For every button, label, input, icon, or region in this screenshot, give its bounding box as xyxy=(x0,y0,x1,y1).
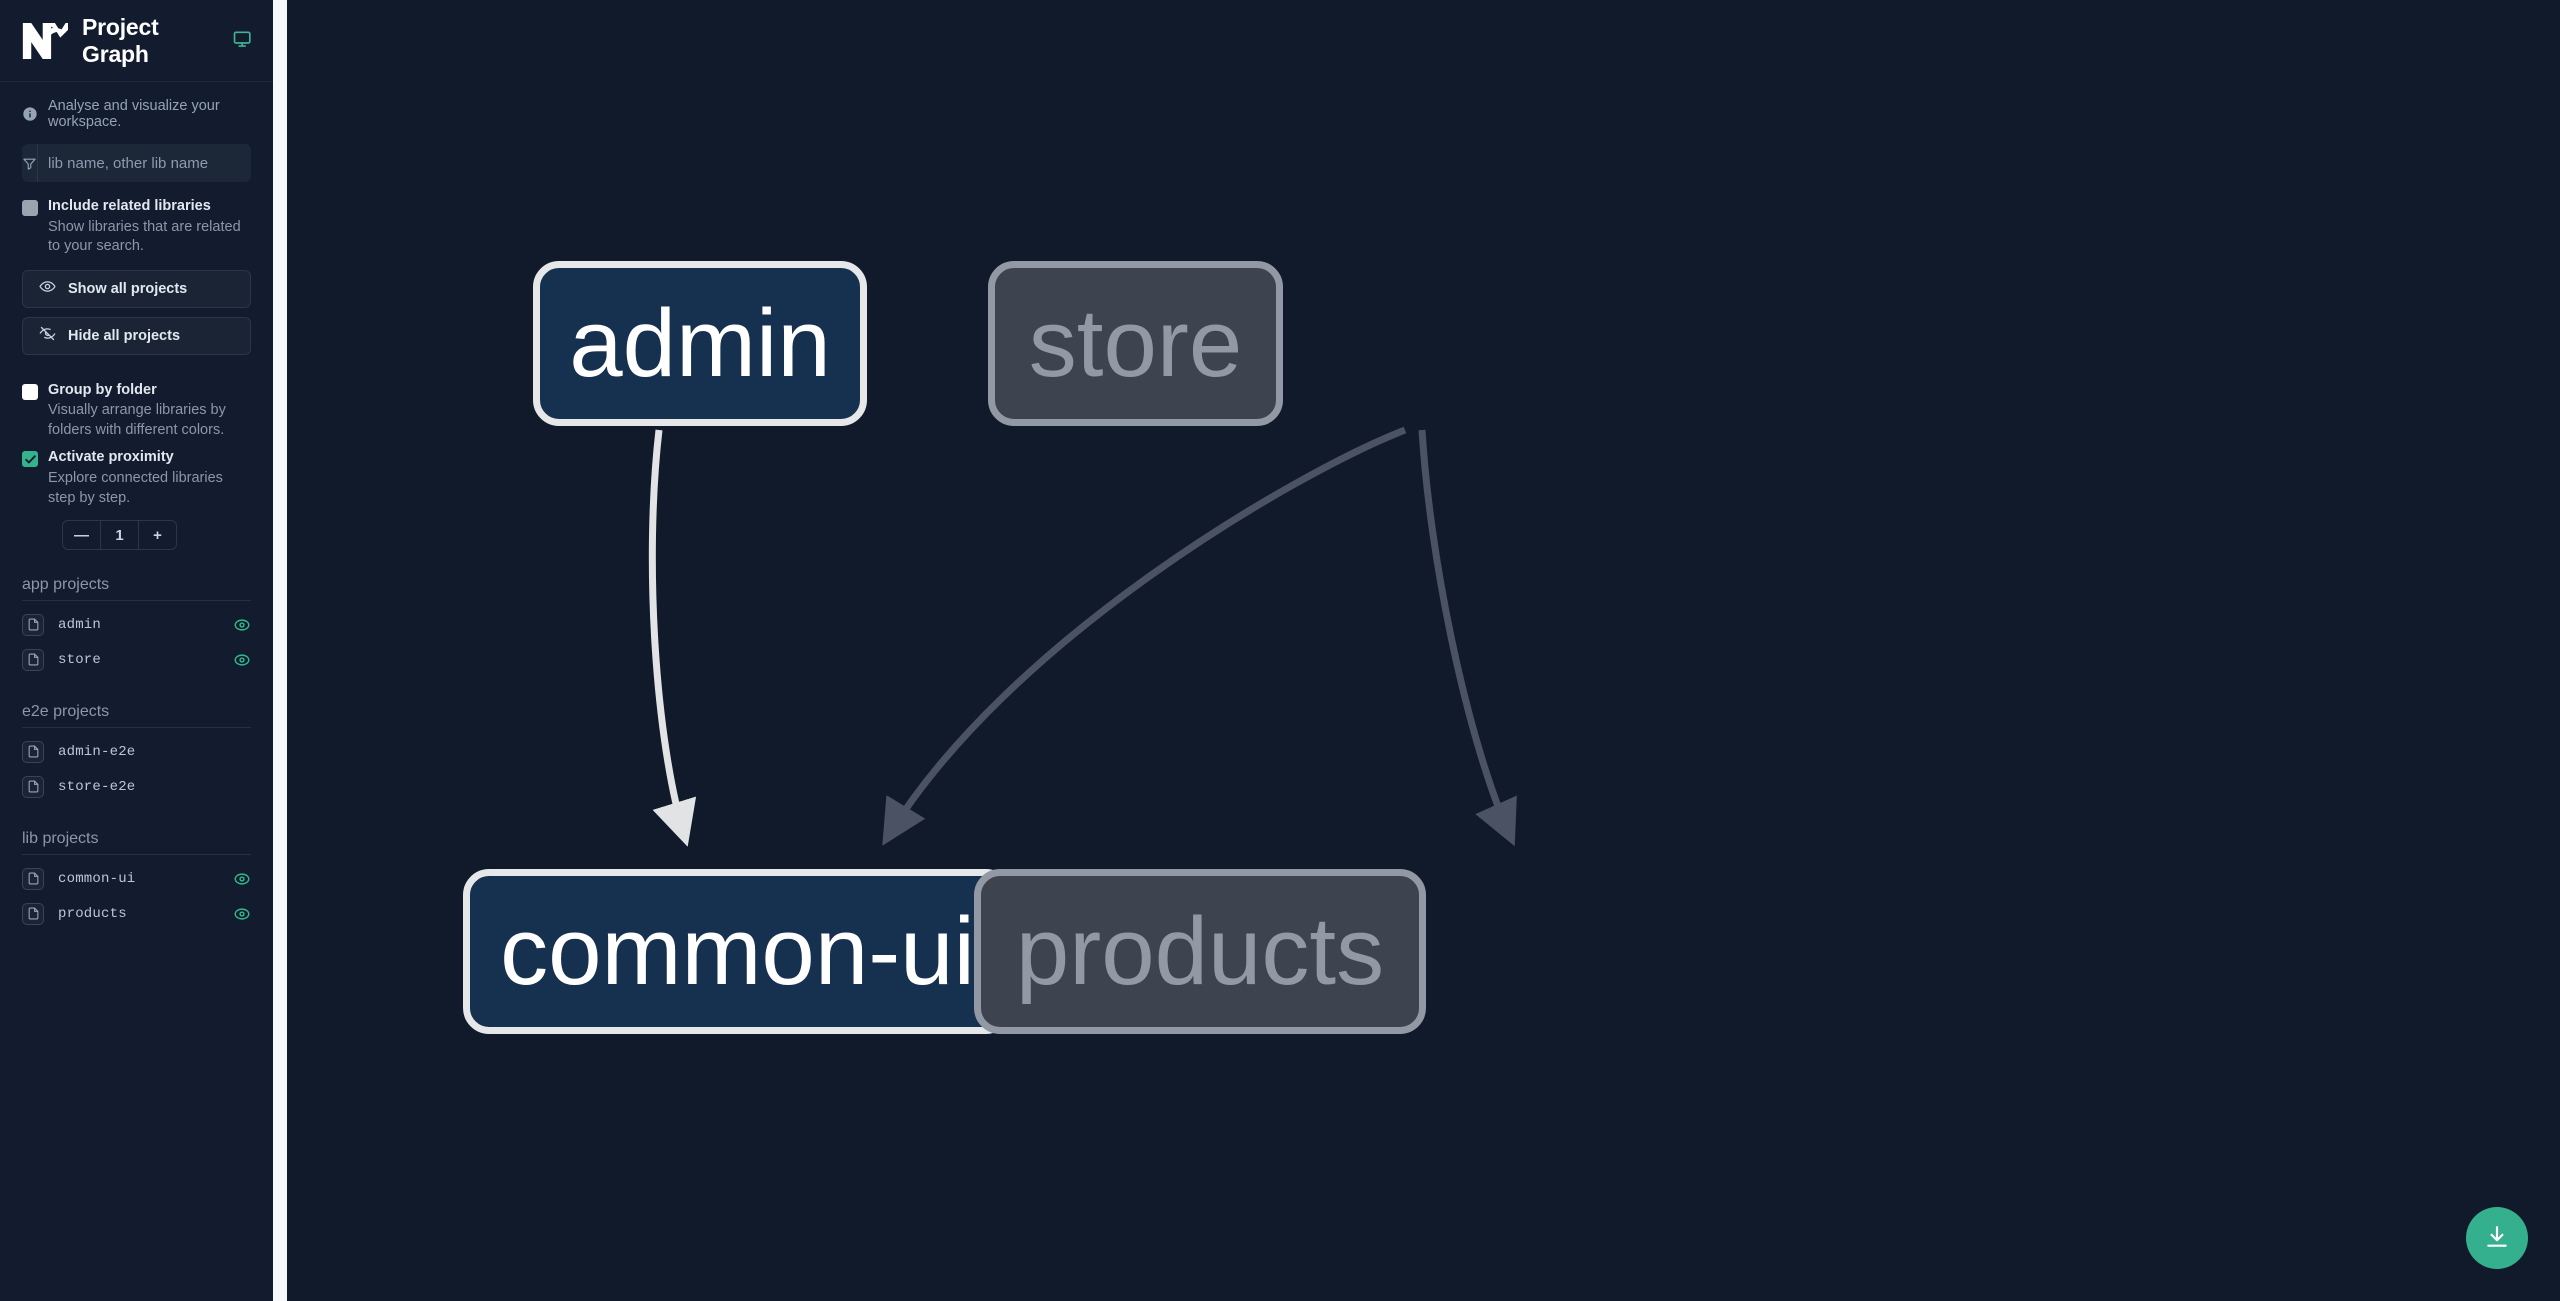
node-label: admin xyxy=(569,289,831,397)
button-label: Show all projects xyxy=(68,280,188,297)
list-item[interactable]: common-ui xyxy=(22,861,251,896)
option-include-related-libraries[interactable]: Include related libraries Show libraries… xyxy=(22,191,251,259)
divider xyxy=(100,521,101,550)
list-item[interactable]: admin xyxy=(22,607,251,642)
project-name: admin xyxy=(58,616,102,633)
search-input[interactable] xyxy=(38,144,251,182)
graph-node-admin[interactable]: admin xyxy=(533,261,867,426)
eye-off-icon xyxy=(39,325,56,346)
project-file-icon xyxy=(22,648,44,671)
spacer xyxy=(22,259,251,270)
section-title: app projects xyxy=(22,576,251,602)
info-icon xyxy=(22,106,38,122)
section-title: lib projects xyxy=(22,830,251,856)
graph-edges xyxy=(648,426,1517,847)
project-file-icon xyxy=(22,867,44,890)
show-all-projects-button[interactable]: Show all projects xyxy=(22,269,251,308)
section-title: e2e projects xyxy=(22,703,251,729)
edge-store-to-products xyxy=(1418,429,1517,847)
node-label: store xyxy=(1028,289,1243,397)
option-label: Include related libraries xyxy=(48,198,211,214)
option-label: Activate proximity xyxy=(48,449,174,466)
spacer xyxy=(22,364,251,375)
filter-icon xyxy=(22,144,38,182)
section-lib-projects: lib projects common-ui products xyxy=(0,830,273,931)
proximity-increment-button[interactable]: + xyxy=(153,526,162,544)
project-name: admin-e2e xyxy=(58,743,136,760)
visibility-eye-icon[interactable] xyxy=(233,905,251,923)
project-file-icon xyxy=(22,775,44,798)
edge-admin-to-common-ui xyxy=(648,429,697,847)
checkbox-include-related-libraries[interactable] xyxy=(22,200,38,216)
sidebar: Project Graph Analyse and visualize your… xyxy=(0,0,273,1301)
section-app-projects: app projects admin store xyxy=(0,576,273,677)
option-description: Explore connected libraries step by step… xyxy=(48,469,223,506)
proximity-stepper[interactable]: — 1 + xyxy=(62,520,177,551)
hide-all-projects-button[interactable]: Hide all projects xyxy=(22,316,251,355)
project-name: store-e2e xyxy=(58,778,136,795)
divider xyxy=(138,521,139,550)
node-label: common-ui xyxy=(500,897,975,1005)
tagline-text: Analyse and visualize your workspace. xyxy=(48,98,220,130)
project-name: common-ui xyxy=(58,870,136,887)
option-description: Visually arrange libraries by folders wi… xyxy=(48,402,226,438)
list-item[interactable]: store xyxy=(22,642,251,677)
nx-logo-icon xyxy=(22,20,75,62)
graph-node-common-ui[interactable]: common-ui xyxy=(463,869,1012,1034)
proximity-decrement-button[interactable]: — xyxy=(74,526,89,544)
monitor-icon[interactable] xyxy=(233,30,251,52)
list-item[interactable]: store-e2e xyxy=(22,769,251,804)
button-label: Hide all projects xyxy=(68,327,181,344)
eye-icon xyxy=(39,278,56,299)
option-label: Group by folder xyxy=(48,381,157,398)
graph-node-store[interactable]: store xyxy=(988,261,1283,426)
checkbox-group-by-folder[interactable] xyxy=(22,383,38,400)
project-file-icon xyxy=(22,740,44,763)
sidebar-controls: Include related libraries Show libraries… xyxy=(0,144,273,551)
option-description: Show libraries that are related to your … xyxy=(48,218,241,255)
tagline: Analyse and visualize your workspace. xyxy=(0,82,273,144)
sidebar-header: Project Graph xyxy=(0,0,273,82)
scrollbar-thumb[interactable] xyxy=(273,0,287,1301)
project-file-icon xyxy=(22,902,44,925)
project-name: products xyxy=(58,905,127,922)
sidebar-scrollbar[interactable] xyxy=(273,0,287,1301)
option-group-by-folder[interactable]: Group by folder Visually arrange librari… xyxy=(22,375,251,443)
proximity-value: 1 xyxy=(115,526,124,544)
download-icon xyxy=(2484,1224,2510,1253)
visibility-eye-icon[interactable] xyxy=(233,870,251,888)
graph-node-products[interactable]: products xyxy=(974,869,1426,1034)
edge-store-to-common-ui xyxy=(882,426,1407,846)
visibility-eye-icon[interactable] xyxy=(233,616,251,634)
node-label: products xyxy=(1015,897,1385,1005)
section-e2e-projects: e2e projects admin-e2e store-e2e xyxy=(0,703,273,804)
page-title: Project Graph xyxy=(82,13,159,67)
list-item[interactable]: products xyxy=(22,896,251,931)
visibility-eye-icon[interactable] xyxy=(233,651,251,669)
project-file-icon xyxy=(22,613,44,636)
search-row[interactable] xyxy=(22,144,251,182)
graph-canvas[interactable]: admin store common-ui products xyxy=(287,0,2560,1301)
project-name: store xyxy=(58,651,102,668)
list-item[interactable]: admin-e2e xyxy=(22,734,251,769)
option-activate-proximity[interactable]: Activate proximity Explore connected lib… xyxy=(22,442,251,510)
download-graph-button[interactable] xyxy=(2466,1207,2528,1269)
checkbox-activate-proximity[interactable] xyxy=(22,451,38,468)
